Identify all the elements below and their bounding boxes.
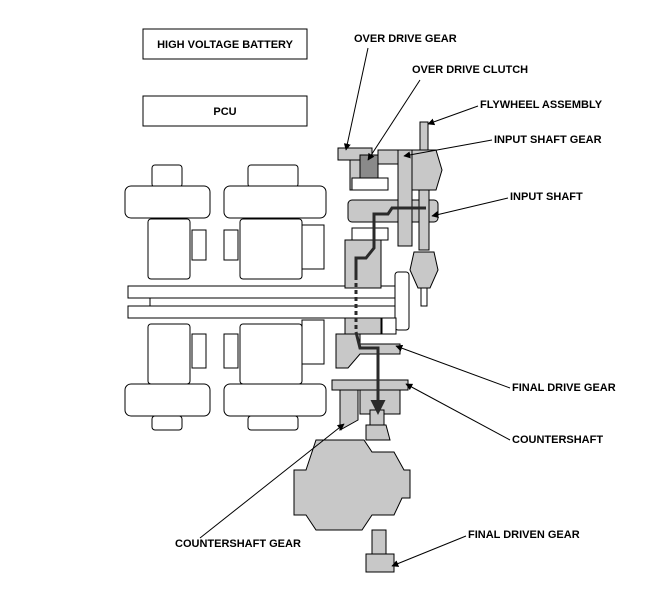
power-flow-path <box>354 206 426 415</box>
svg-text:FLYWHEEL ASSEMBLY: FLYWHEEL ASSEMBLY <box>480 99 603 111</box>
pcu-box: PCU <box>142 95 308 127</box>
flywheel-assembly-part <box>409 121 443 307</box>
svg-text:FINAL DRIVE GEAR: FINAL DRIVE GEAR <box>512 382 616 394</box>
svg-text:FINAL DRIVEN GEAR: FINAL DRIVEN GEAR <box>468 529 580 541</box>
callout-countershaft: COUNTERSHAFT <box>405 383 603 446</box>
svg-text:OVER DRIVE CLUTCH: OVER DRIVE CLUTCH <box>412 64 528 76</box>
svg-text:COUNTERSHAFT GEAR: COUNTERSHAFT GEAR <box>175 538 301 550</box>
main-shaft <box>127 271 410 331</box>
high-voltage-battery-box: HIGH VOLTAGE BATTERY <box>142 28 308 60</box>
input-shaft-gear-part <box>344 239 397 335</box>
callout-flywheel-assembly: FLYWHEEL ASSEMBLY <box>427 99 603 126</box>
high-voltage-battery-label: HIGH VOLTAGE BATTERY <box>157 39 294 51</box>
svg-text:OVER DRIVE GEAR: OVER DRIVE GEAR <box>354 33 457 45</box>
callout-over-drive-clutch: OVER DRIVE CLUTCH <box>367 64 528 161</box>
countershaft-part <box>365 409 391 441</box>
callout-final-drive-gear: FINAL DRIVE GEAR <box>395 344 616 394</box>
callout-input-shaft-gear: INPUT SHAFT GEAR <box>403 134 602 159</box>
callout-over-drive-gear: OVER DRIVE GEAR <box>343 33 457 151</box>
svg-text:INPUT SHAFT: INPUT SHAFT <box>510 191 583 203</box>
callout-input-shaft: INPUT SHAFT <box>431 191 583 218</box>
callout-countershaft-gear: COUNTERSHAFT GEAR <box>175 423 345 550</box>
svg-text:INPUT SHAFT GEAR: INPUT SHAFT GEAR <box>494 134 602 146</box>
svg-text:COUNTERSHAFT: COUNTERSHAFT <box>512 434 603 446</box>
input-shaft-part <box>347 149 439 247</box>
pcu-label: PCU <box>213 106 236 118</box>
differential-part <box>293 439 411 573</box>
motor-generator-assembly <box>124 164 327 431</box>
callout-final-driven-gear: FINAL DRIVEN GEAR <box>391 529 580 567</box>
